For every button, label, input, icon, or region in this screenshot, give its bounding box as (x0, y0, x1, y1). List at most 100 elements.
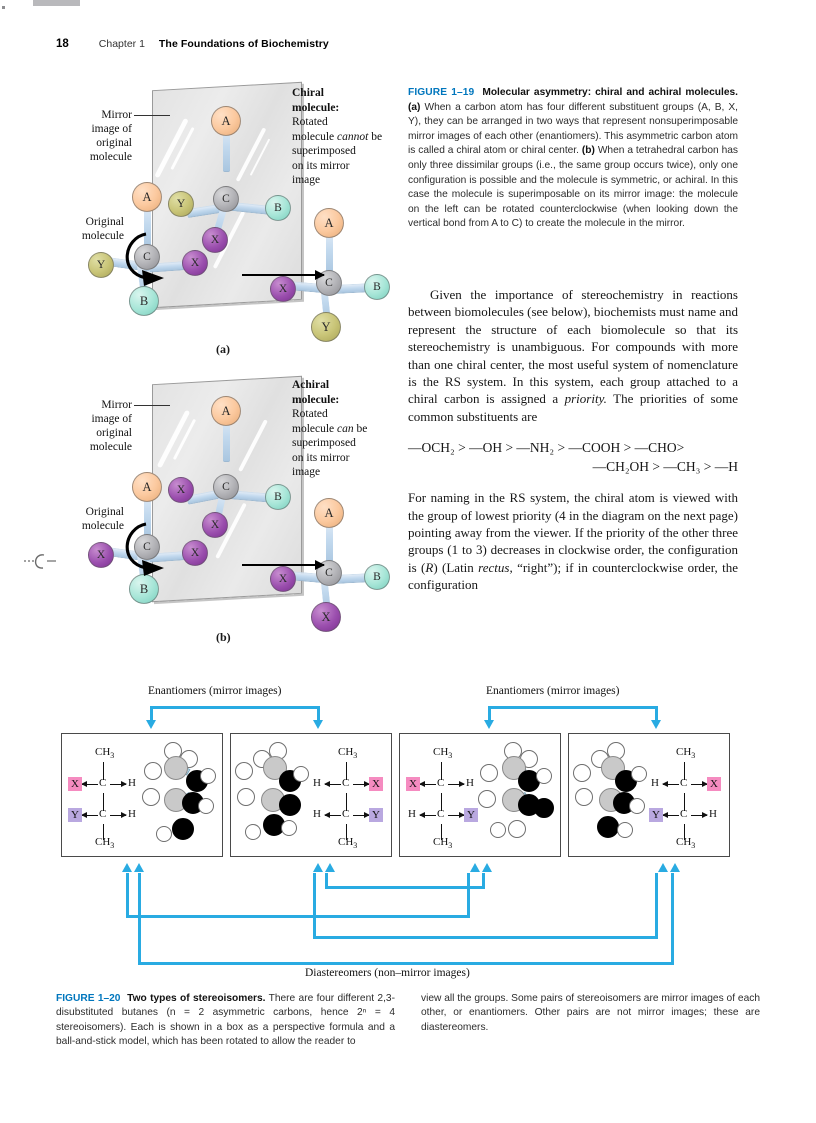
top-methyl-label: CH3 (676, 746, 695, 760)
carbon-1-label: C (342, 777, 350, 789)
leader-line (134, 405, 170, 406)
perspective-formula-3: CH3 C X H C H Y CH3 (406, 746, 480, 850)
figure-1-19-panel-b: A C X B X A C X X B A C (56, 372, 396, 657)
chiral-side-text-2: be superimposed on its mirror image (292, 130, 383, 187)
figure-1-19-panel-a: A C Y B X A C Y X B (56, 78, 396, 363)
panel-letter-b: (b) (216, 630, 231, 644)
figure-1-20-caption-col-1: FIGURE 1–20 Two types of stereoisomers. … (56, 992, 395, 1050)
perspective-formula-2: CH3 C H X C H Y CH3 (313, 746, 385, 850)
atom-y: Y (311, 312, 341, 342)
crop-mark-top (33, 0, 80, 6)
figure-1-20-number: FIGURE 1–20 (56, 993, 121, 1004)
diastereomer-leg (671, 873, 674, 965)
substituent-y-3: Y (464, 808, 478, 822)
substituent-h-1: H (313, 777, 321, 789)
isomer-box-4: CH3 C H X C Y H CH3 (568, 733, 730, 857)
bond-arrow-right-2 (448, 812, 465, 818)
bond-line (684, 793, 685, 811)
right-text-column: FIGURE 1–19 Molecular asymmetry: chiral … (408, 86, 738, 594)
mirror-glint (238, 419, 268, 472)
page-number: 18 (56, 38, 69, 50)
substituent-x-2: X (369, 777, 383, 791)
bond-line (103, 762, 104, 780)
atom-x: X (88, 542, 114, 568)
body-para2-rectus: rectus, (478, 559, 513, 575)
diastereomer-leg (655, 873, 658, 939)
enantiomer-bracket-right (488, 706, 658, 709)
hydrogen-ball (490, 822, 506, 838)
ch-sub: 3 (353, 751, 358, 761)
atom-c: C (134, 244, 160, 270)
carbon-2-label: C (680, 808, 688, 820)
perspective-formula-1: CH3 C X H C Y H CH3 (68, 746, 142, 850)
ch-sub: 3 (448, 841, 453, 851)
hydrogen-ball (237, 788, 255, 806)
achiral-side-text-2: be superimposed on its mirror image (292, 422, 368, 479)
chiral-side-text-italic: cannot (337, 130, 369, 143)
top-methyl-label: CH3 (433, 746, 452, 760)
atom-c: C (213, 186, 239, 212)
ch-text: CH (95, 746, 111, 758)
hydrogen-ball (200, 768, 216, 784)
bond-line (346, 824, 347, 840)
bond-line (346, 762, 347, 780)
hydrogen-ball (245, 824, 261, 840)
ball-and-stick-model-1 (140, 740, 218, 850)
isomer-box-1: CH3 C X H C Y H CH3 (61, 733, 223, 857)
atom-c: C (134, 534, 160, 560)
atom-a: A (132, 472, 162, 502)
figure-1-20-caption-text-1: There are four different 2,3-disubstitut… (56, 993, 398, 1048)
ch-text: CH (433, 746, 449, 758)
ball-and-stick-model-2 (235, 740, 313, 850)
enantiomer-bracket-right-leg (655, 706, 658, 722)
atom-y: Y (88, 252, 114, 278)
body-text: Given the importance of stereochemistry … (408, 286, 738, 594)
crop-mark-left (2, 6, 5, 9)
substituent-h-1: H (651, 777, 659, 789)
substituent-h-2: H (313, 808, 321, 820)
hydrogen-ball (142, 788, 160, 806)
bond-line (684, 762, 685, 780)
hydrogen-ball (235, 762, 253, 780)
atom-x: X (202, 512, 228, 538)
bracket-arrow-down-icon (313, 720, 323, 729)
atom-b: B (129, 574, 159, 604)
atom-a: A (211, 396, 241, 426)
chapter-title: The Foundations of Biochemistry (158, 38, 329, 50)
enantiomer-bracket-right-leg (488, 706, 491, 722)
bond-line (346, 793, 347, 811)
substituent-h-2: H (709, 808, 717, 820)
hydrogen-ball (575, 788, 593, 806)
figure-1-19-title: Molecular asymmetry: chiral and achiral … (482, 87, 738, 98)
margin-mark-icon (24, 554, 56, 569)
atom-x: X (311, 602, 341, 632)
priority-series: —OCH₂ > —OH > —NH₂ > —COOH > —CHO> —CH₂O… (408, 438, 738, 476)
running-head: 18 Chapter 1 The Foundations of Biochemi… (56, 38, 329, 50)
body-para2-b: ) (Latin (433, 559, 479, 575)
bond-arrow-left-2 (81, 812, 98, 818)
enantiomers-label-left: Enantiomers (mirror images) (148, 685, 282, 697)
diastereomer-arrow-up-icon (325, 863, 335, 872)
enantiomer-bracket-left-leg (150, 706, 153, 722)
hydrogen-ball (573, 764, 591, 782)
rotation-arrow-icon (125, 232, 164, 286)
enantiomer-bracket-left-leg (317, 706, 320, 722)
achiral-side-text-1: Rotated molecule (292, 408, 335, 435)
diastereomer-leg (126, 873, 129, 918)
ch-sub: 3 (448, 751, 453, 761)
rotation-arrow-icon (125, 522, 164, 576)
carbon-ball (502, 756, 526, 780)
top-methyl-label: CH3 (95, 746, 114, 760)
bracket-arrow-down-icon (651, 720, 661, 729)
substituent-ball (597, 816, 619, 838)
figure-1-19-number: FIGURE 1–19 (408, 87, 475, 98)
atom-a: A (132, 182, 162, 212)
atom-a: A (314, 498, 344, 528)
ch-text: CH (433, 836, 449, 848)
leader-line (134, 115, 170, 116)
carbon-ball (164, 756, 188, 780)
bond-arrow-right-2 (691, 812, 708, 818)
body-para2-R: R (425, 559, 434, 575)
ch-text: CH (338, 836, 354, 848)
ch-sub: 3 (691, 841, 696, 851)
